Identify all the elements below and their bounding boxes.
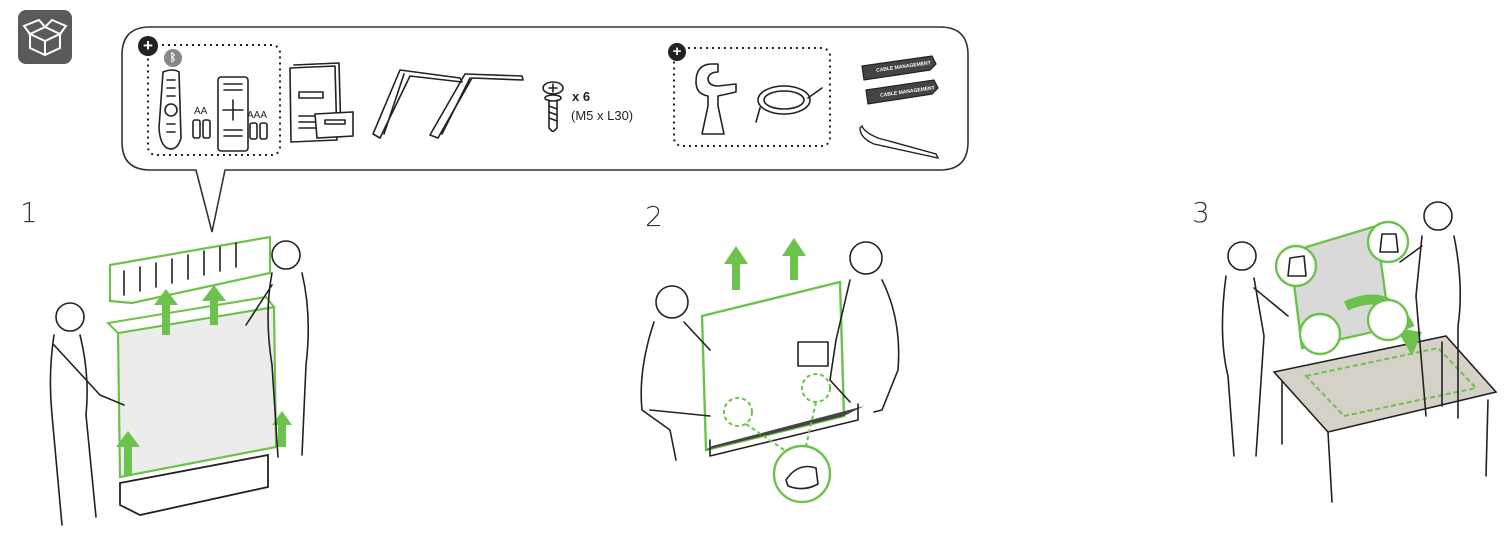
aa-battery-label: AA [194,106,208,117]
aa-batteries-illustration [192,119,211,139]
bluetooth-icon: ᛒ [164,49,182,67]
power-cord-illustration [755,85,823,123]
step-number-3: 3 [1192,196,1210,229]
aaa-battery-label: AAA [247,110,268,121]
step-number-1: 1 [20,196,38,229]
open-box-icon [18,10,72,64]
owners-manual-illustration [289,62,354,143]
stand-legs-illustration [372,69,524,139]
step-1-unboxing-illustration [49,235,310,526]
optional-plus-icon: + [138,36,158,56]
step-number-2: 2 [645,200,663,233]
magic-remote-illustration [158,69,182,150]
step-2-lift-tv-illustration [640,238,900,504]
aaa-batteries-illustration [249,122,268,140]
cable-holder-illustration [695,63,737,135]
optional-plus-icon: + [668,43,686,61]
cable-management-ties-illustration [859,55,940,159]
screw-spec: (M5 x L30) [571,108,634,123]
step-3-place-on-table-illustration [1221,201,1498,503]
screw-illustration [542,81,564,132]
screw-quantity: x 6 [572,89,591,104]
standard-remote-illustration [217,76,249,152]
